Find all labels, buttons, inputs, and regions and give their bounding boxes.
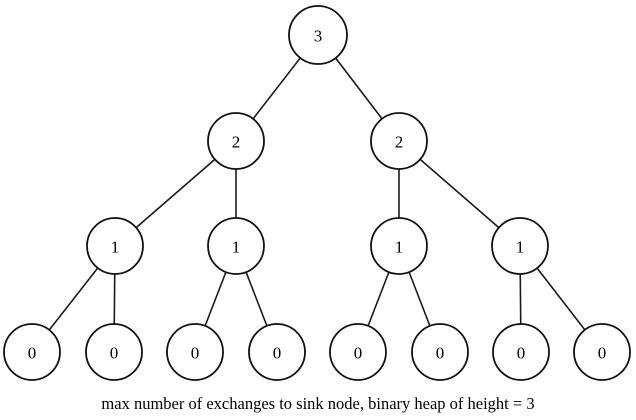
- tree-node: 1: [491, 217, 549, 275]
- tree-node: 2: [370, 112, 428, 170]
- node-label: 2: [232, 133, 241, 152]
- node-label: 1: [232, 238, 241, 257]
- node-circle: [166, 323, 224, 381]
- node-circle: [207, 217, 265, 275]
- tree-edge: [135, 158, 216, 229]
- tree-edge: [245, 271, 268, 327]
- tree-edge: [367, 271, 390, 327]
- tree-node: 1: [86, 217, 144, 275]
- edge-layer: [48, 57, 586, 331]
- node-label: 1: [395, 238, 404, 257]
- tree-node: 2: [207, 112, 265, 170]
- tree-node: 0: [3, 323, 61, 381]
- tree-node: 0: [411, 323, 469, 381]
- figure-caption: max number of exchanges to sink node, bi…: [101, 394, 534, 413]
- tree-node: 0: [166, 323, 224, 381]
- node-label: 0: [191, 344, 200, 363]
- node-label: 0: [28, 344, 37, 363]
- node-circle: [492, 323, 550, 381]
- node-label: 3: [314, 27, 323, 46]
- node-label: 2: [395, 133, 404, 152]
- tree-edge: [419, 158, 500, 229]
- node-circle: [329, 323, 387, 381]
- tree-edge: [252, 57, 302, 120]
- node-circle: [370, 217, 428, 275]
- node-circle: [370, 112, 428, 170]
- tree-edge: [334, 57, 383, 120]
- node-circle: [248, 323, 306, 381]
- tree-edge: [48, 267, 99, 331]
- node-label: 1: [516, 238, 525, 257]
- node-circle: [3, 323, 61, 381]
- tree-node: 0: [248, 323, 306, 381]
- node-circle: [491, 217, 549, 275]
- node-label: 0: [517, 344, 526, 363]
- node-label: 0: [598, 344, 607, 363]
- tree-node: 0: [329, 323, 387, 381]
- tree-node: 1: [207, 217, 265, 275]
- tree-node: 3: [288, 5, 348, 65]
- node-label: 0: [436, 344, 445, 363]
- node-circle: [86, 217, 144, 275]
- node-label: 0: [273, 344, 282, 363]
- node-label: 0: [354, 344, 363, 363]
- node-circle: [411, 323, 469, 381]
- node-circle: [207, 112, 265, 170]
- tree-node: 0: [573, 323, 631, 381]
- tree-edge: [536, 267, 586, 331]
- node-label: 0: [110, 344, 119, 363]
- node-circle: [573, 323, 631, 381]
- node-circle: [288, 5, 348, 65]
- tree-node: 1: [370, 217, 428, 275]
- tree-node: 0: [85, 323, 143, 381]
- node-label: 1: [111, 238, 120, 257]
- tree-edge: [408, 271, 431, 327]
- node-circle: [85, 323, 143, 381]
- node-layer: 3 2 2 1 1 1 1 0 0 0 0 0 0 0 0: [3, 5, 631, 381]
- tree-node: 0: [492, 323, 550, 381]
- tree-edge: [204, 271, 227, 327]
